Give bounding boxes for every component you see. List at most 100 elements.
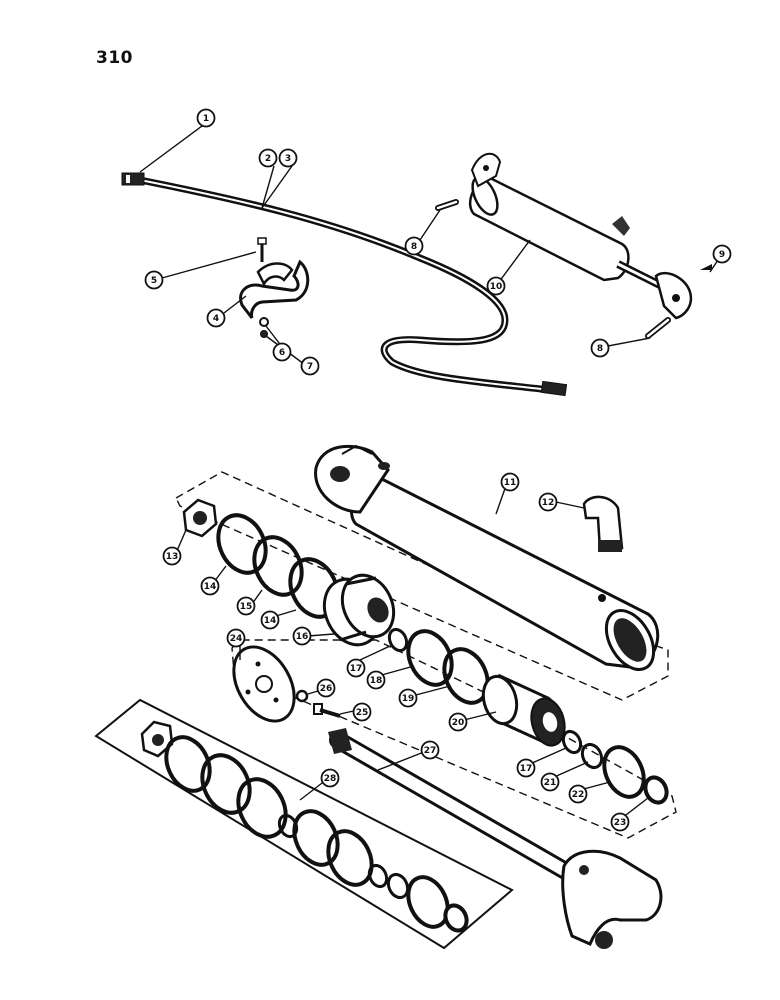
clamp-bolt [257,237,267,262]
callout-c22: 22 [568,784,588,804]
callout-label: 2 [265,154,271,164]
callout-label: 20 [452,718,465,728]
callout-c24: 24 [226,628,246,648]
callout-circle [278,148,298,168]
callout-label: 21 [544,778,557,788]
callout-circle [260,610,280,630]
o-ring-14a [216,513,268,575]
callout-label: 12 [542,498,555,508]
cylinder-pin-upper [435,199,459,211]
callout-circle [144,270,164,290]
callout-c26: 26 [316,678,336,698]
callout-circle [352,702,372,722]
callout-label: 14 [204,582,217,592]
clamp-nut [260,330,268,338]
callout-label: 1 [203,114,209,124]
callout-c1: 1 [196,108,216,128]
cylinder-pin-lower [645,317,671,339]
callout-circle [346,658,366,678]
piston [322,573,396,647]
callout-label: 8 [411,242,417,252]
callout-circle [540,772,560,792]
hex-nut-upper [182,498,218,538]
callout-c19: 19 [398,688,418,708]
callout-label: 19 [402,694,415,704]
cotter-pin [700,264,712,270]
callout-label: 6 [279,348,285,358]
callout-c4: 4 [206,308,226,328]
callout-circle [196,108,216,128]
callout-c25: 25 [352,702,372,722]
callout-label: 16 [296,632,309,642]
callout-label: 24 [230,634,243,644]
callout-c2: 2 [258,148,278,168]
callout-c7: 7 [300,356,320,376]
cap-screw [313,703,341,718]
hose-assembly [136,176,554,394]
wiper-23 [643,775,669,805]
callout-circle [398,688,418,708]
callout-label: 3 [285,154,291,164]
callout-c8b: 8 [590,338,610,358]
lock-washer [295,689,309,703]
callout-label: 23 [614,818,627,828]
callout-label: 15 [240,602,253,612]
callout-c28: 28 [320,768,340,788]
leader-lines [139,125,719,819]
callout-circle [320,768,340,788]
callout-c14a: 14 [200,576,220,596]
hose-clamp [239,259,310,319]
callout-label: 8 [597,344,603,354]
callout-circle [538,492,558,512]
callout-c17a: 17 [346,658,366,678]
callout-circle [200,576,220,596]
piston-rod [328,728,663,949]
clamp-washer [259,317,269,327]
callout-c14b: 14 [260,610,280,630]
callout-c21: 21 [540,772,560,792]
backup-ring-17a [387,627,409,653]
cylinder-barrel [314,444,660,671]
o-ring-21 [580,742,604,770]
seal-ring-18 [406,629,454,687]
hydraulic-cylinder-small [469,152,693,320]
o-ring-15 [252,535,304,597]
callout-c20: 20 [448,712,468,732]
callout-circle [258,148,278,168]
callout-circle [236,596,256,616]
callout-circle [316,678,336,698]
callout-c5: 5 [144,270,164,290]
callout-c12: 12 [538,492,558,512]
callout-circle [292,626,312,646]
callout-label: 4 [213,314,219,324]
callout-circle [420,740,440,760]
callout-circle [448,712,468,732]
callout-c17b: 17 [516,758,536,778]
callout-label: 17 [520,764,533,774]
callout-c6: 6 [272,342,292,362]
callout-c23: 23 [610,812,630,832]
callout-circle [162,546,182,566]
seal-kit [94,698,514,950]
cylinder-head [481,673,566,747]
callout-circle [300,356,320,376]
callout-circle [486,276,506,296]
callout-label: 26 [320,684,333,694]
hose-fitting-left [121,172,145,186]
callout-circle [404,236,424,256]
callout-label: 13 [166,552,179,562]
callout-circle [712,244,732,264]
callout-label: 7 [307,362,313,372]
callout-circle [226,628,246,648]
callout-c16: 16 [292,626,312,646]
callout-c10: 10 [486,276,506,296]
seal-ring-22 [602,745,646,799]
callout-c9: 9 [712,244,732,264]
callout-c11: 11 [500,472,520,492]
callout-label: 11 [504,478,517,488]
callout-label: 9 [719,250,725,260]
callout-circle [272,342,292,362]
callout-circle [568,784,588,804]
